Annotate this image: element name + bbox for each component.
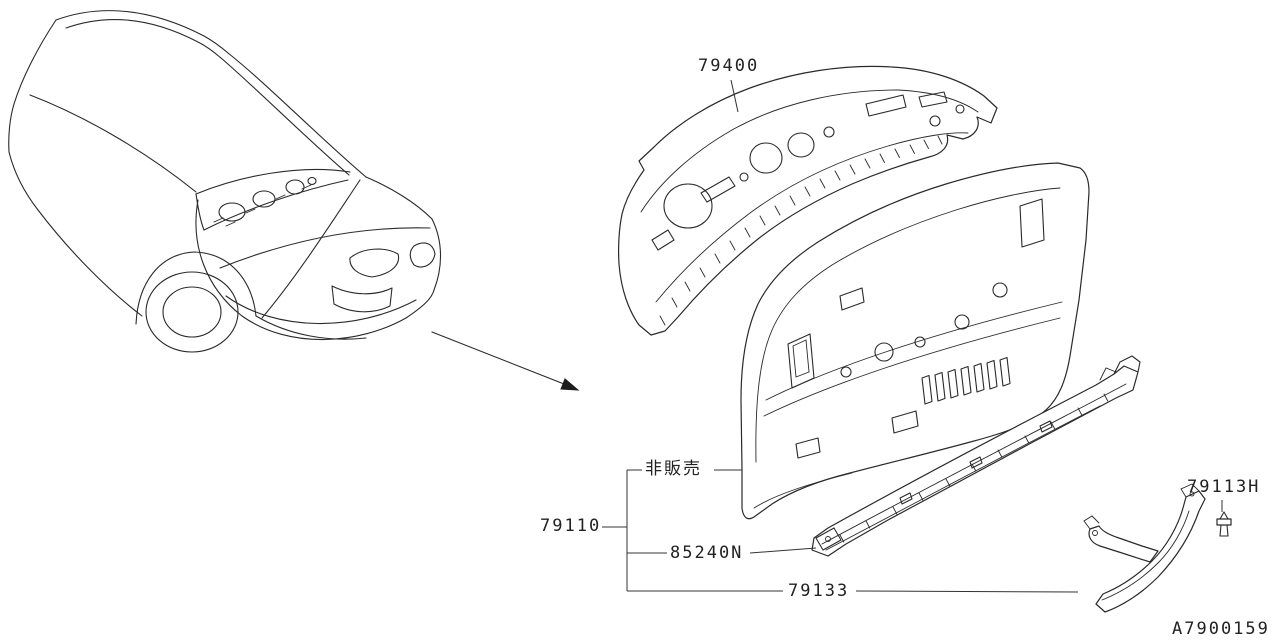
part-79400-drawing xyxy=(618,65,998,336)
drawing-number: A7900159 xyxy=(1172,619,1270,639)
not-sold-label: 非販売 xyxy=(645,459,702,479)
part-label-79133[interactable]: 79133 xyxy=(788,581,850,601)
part-rear-panel-drawing xyxy=(740,162,1090,520)
part-label-85240n[interactable]: 85240N xyxy=(670,543,744,563)
leader-lines xyxy=(602,79,1223,593)
direction-arrow-icon xyxy=(431,331,580,391)
part-label-79110[interactable]: 79110 xyxy=(540,516,602,536)
part-85240n-drawing xyxy=(811,355,1141,557)
part-79133-drawing xyxy=(1083,483,1206,613)
part-label-79400[interactable]: 79400 xyxy=(698,56,760,76)
part-79113h-drawing xyxy=(1216,511,1232,537)
car-illustration xyxy=(8,10,442,353)
part-label-79113h[interactable]: 79113H xyxy=(1187,477,1261,497)
